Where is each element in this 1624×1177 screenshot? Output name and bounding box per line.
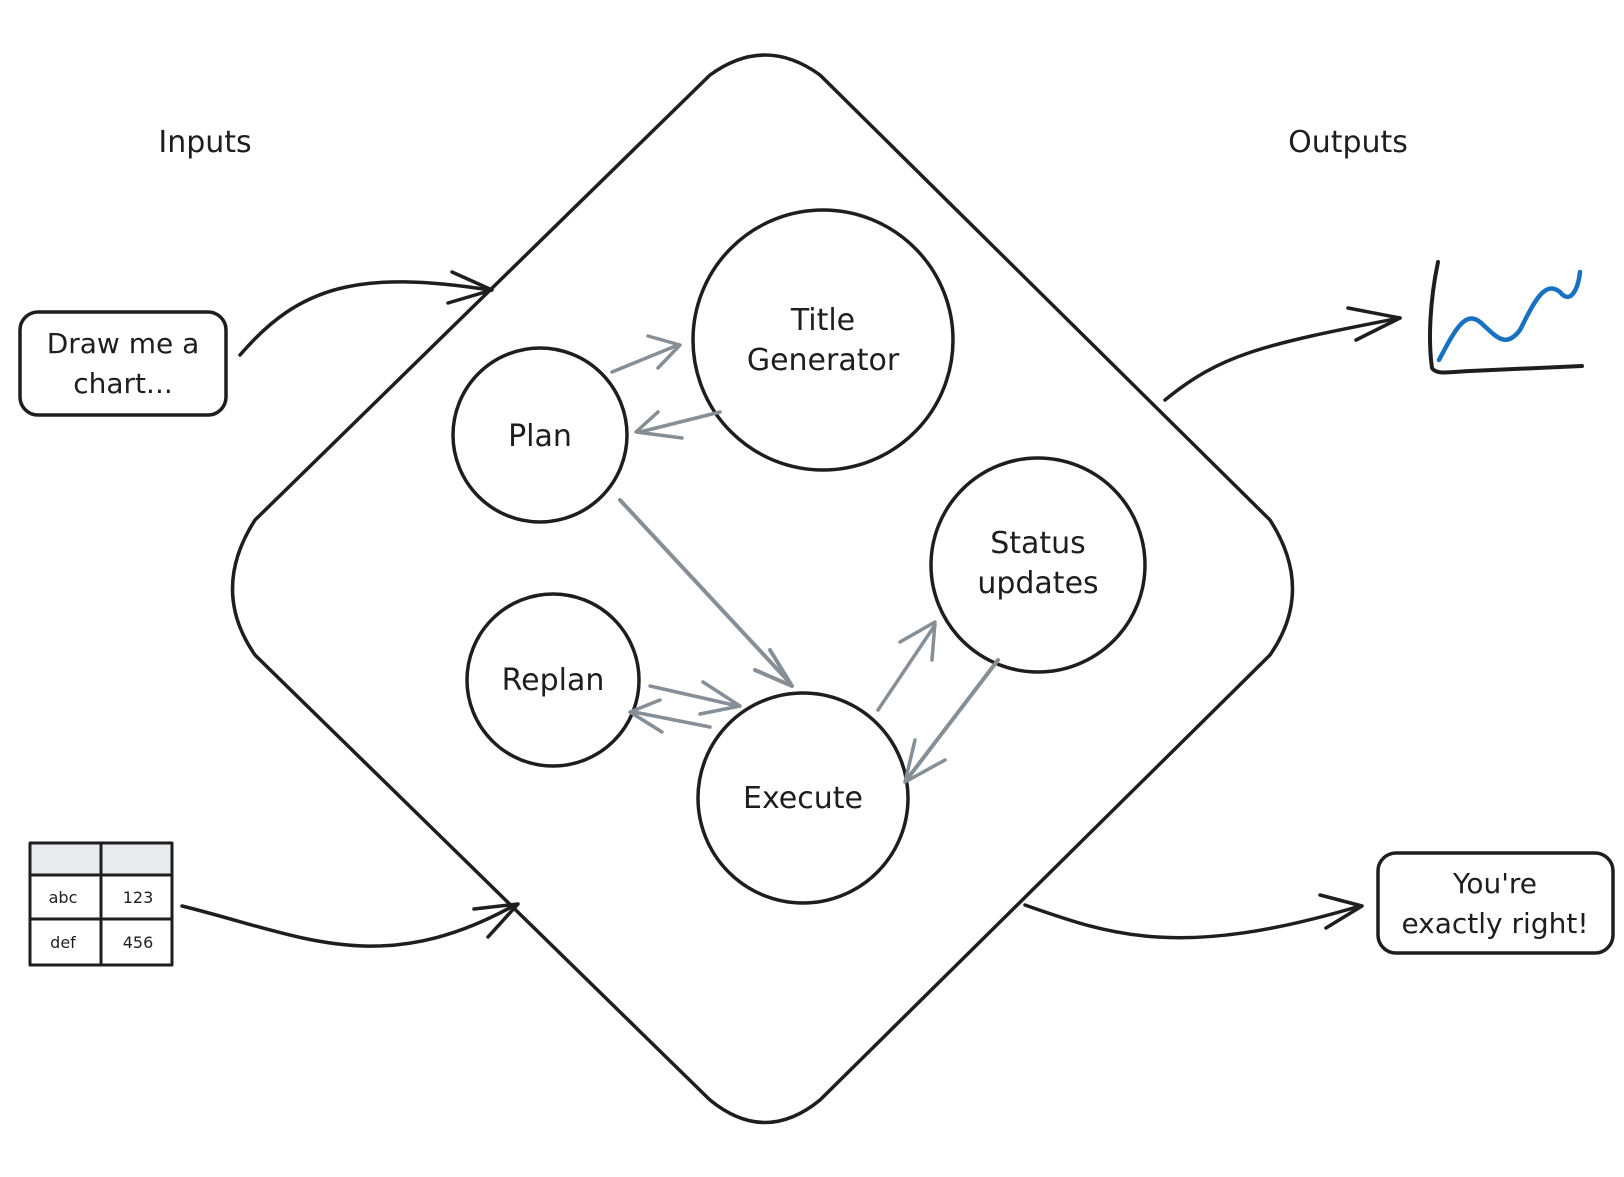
node-title-generator: Title Generator xyxy=(691,208,955,472)
table-cell: 123 xyxy=(123,888,154,907)
arrow-execute-to-status-updates xyxy=(876,620,937,712)
node-status-updates-label-line2: updates xyxy=(977,566,1098,601)
node-status-updates: Status updates xyxy=(929,456,1147,674)
node-replan: Replan xyxy=(465,592,641,768)
inputs-heading: Inputs xyxy=(158,125,251,160)
agent-container-diamond xyxy=(230,53,1295,1125)
arrow-execute-to-replan xyxy=(628,698,712,734)
arrow-plan-to-execute xyxy=(618,498,794,688)
arrow-prompt-to-agent xyxy=(238,270,494,357)
arrow-agent-to-reply xyxy=(1023,893,1364,940)
table-cell: 456 xyxy=(123,933,154,952)
data-table-input: abc 123 def 456 xyxy=(28,841,174,967)
chart-output-icon xyxy=(1428,260,1584,375)
node-replan-label: Replan xyxy=(502,663,605,698)
arrow-replan-to-execute xyxy=(648,680,742,716)
table-cell: abc xyxy=(49,888,78,907)
reply-text-line2: exactly right! xyxy=(1401,907,1588,940)
node-title-generator-label-line2: Generator xyxy=(747,343,900,378)
arrow-status-updates-to-execute xyxy=(903,658,1000,784)
prompt-input-box: Draw me a chart... xyxy=(18,310,228,417)
prompt-text-line2: chart... xyxy=(73,367,173,400)
arrow-plan-to-title-generator xyxy=(610,334,682,374)
reply-text-line1: You're xyxy=(1452,867,1537,900)
node-plan: Plan xyxy=(451,346,629,524)
node-status-updates-label-line1: Status xyxy=(990,526,1086,561)
prompt-text-line1: Draw me a xyxy=(47,327,200,360)
arrow-title-generator-to-plan xyxy=(634,410,722,440)
node-plan-label: Plan xyxy=(508,419,572,454)
table-cell: def xyxy=(50,933,76,952)
node-execute: Execute xyxy=(696,691,910,905)
outputs-heading: Outputs xyxy=(1288,125,1408,160)
reply-output-box: You're exactly right! xyxy=(1376,851,1615,955)
node-execute-label: Execute xyxy=(743,781,863,816)
node-title-generator-label-line1: Title xyxy=(790,303,855,338)
arrow-table-to-agent xyxy=(180,902,520,948)
arrow-agent-to-chart xyxy=(1163,306,1402,402)
